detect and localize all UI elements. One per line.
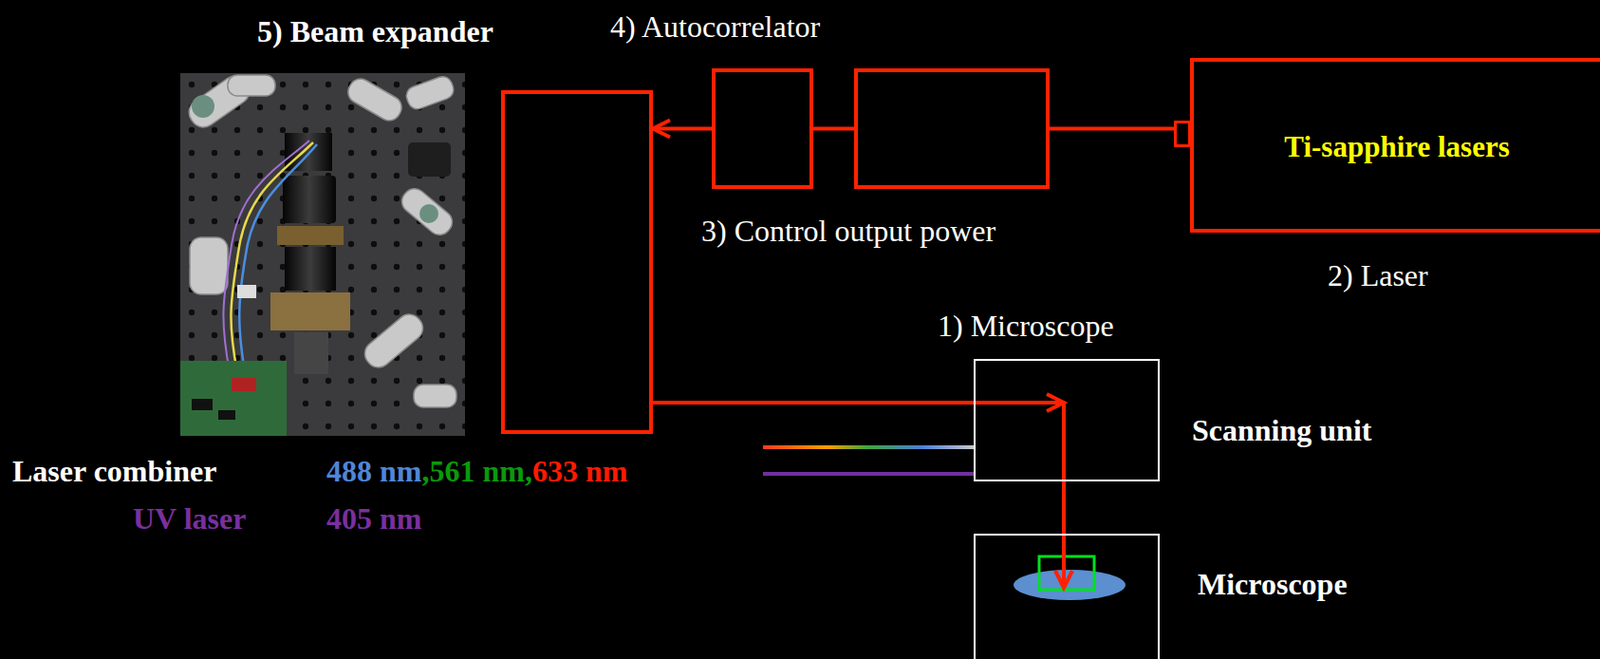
beam-path — [1061, 402, 1066, 588]
beam-expander-photo — [180, 71, 466, 436]
beam-expander-box: 5) Beam expander — [501, 90, 653, 434]
mirror-mount — [404, 74, 457, 112]
beam-path — [652, 127, 712, 131]
combined-laser-beam — [762, 445, 974, 449]
callout-label: 4) Autocorrelator — [610, 9, 820, 45]
callout-label: 2) Laser — [1327, 258, 1429, 294]
scanning-unit-box: 1) MicroscopeScanning unit — [973, 358, 1160, 482]
wavelength-label: 488 nm — [326, 453, 422, 489]
mirror — [419, 204, 439, 224]
box-label: Microscope — [1197, 566, 1348, 602]
cable — [230, 142, 314, 373]
callout-label: 5) Beam expander — [257, 14, 494, 50]
laser-box: Ti-sapphire lasers2) Laser — [1190, 57, 1600, 233]
power-control-box: 3) Control output power — [854, 68, 1050, 189]
callout-label: 1) Microscope — [937, 308, 1115, 344]
cable — [239, 144, 317, 373]
microscope-box: Microscope — [973, 533, 1160, 659]
optical-breadboard — [180, 73, 466, 436]
post-holder — [408, 142, 451, 177]
component-label: UV laser — [132, 501, 246, 537]
cable — [223, 140, 310, 373]
component-label: Laser combiner — [12, 453, 217, 489]
mirror-mount — [227, 74, 276, 96]
uv-laser-beam — [762, 471, 974, 476]
lens-tube — [284, 132, 333, 171]
wavelength-label: ,561 nm, — [421, 453, 532, 489]
mirror-mount — [397, 184, 458, 240]
lens-tube — [284, 246, 336, 291]
optic-mounts — [184, 71, 458, 408]
wavelength-label: 405 nm — [326, 501, 422, 537]
stage-base — [294, 332, 329, 374]
laser-name: Ti-sapphire lasers — [1283, 130, 1509, 165]
chip — [191, 398, 213, 410]
lens-tube — [282, 175, 336, 224]
capacitor — [231, 377, 257, 391]
beam-path — [813, 127, 855, 131]
translation-stage — [270, 292, 351, 331]
mirror-mount — [189, 237, 228, 295]
mirror — [191, 94, 215, 118]
breadboard-holes — [180, 73, 466, 436]
focus-region — [1039, 556, 1095, 590]
beam-path — [652, 400, 1064, 405]
chip — [218, 409, 236, 420]
cable-clip — [237, 284, 257, 298]
specimen — [1013, 569, 1126, 600]
box-label: Scanning unit — [1191, 412, 1372, 448]
connector-port — [1173, 120, 1191, 148]
mirror-mount — [413, 384, 457, 408]
beam-path — [1049, 127, 1191, 131]
autocorrelator-box: 4) Autocorrelator — [711, 68, 814, 189]
wavelength-label: 633 nm — [532, 453, 628, 489]
circuit-board — [180, 360, 287, 436]
callout-label: 3) Control output power — [701, 213, 996, 249]
label-row: 488 nm,561 nm,633 nm — [326, 453, 628, 489]
translation-stage — [277, 225, 344, 245]
mirror-mount — [344, 74, 407, 126]
mirror-mount — [359, 309, 428, 373]
